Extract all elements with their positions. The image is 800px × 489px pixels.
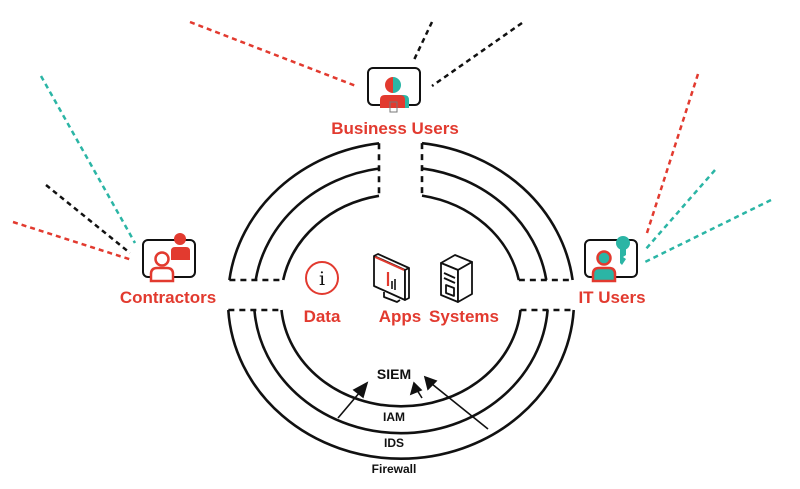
it-users-label: IT Users <box>578 288 645 307</box>
connection-line <box>39 75 137 244</box>
key-shaft <box>620 248 626 265</box>
siem-arrows <box>337 375 489 430</box>
connection-line <box>12 220 133 262</box>
connection-line <box>431 21 523 88</box>
drive-slot <box>445 284 455 297</box>
layer-label-ids: IDS <box>384 436 404 450</box>
connection-line <box>45 184 131 254</box>
person-body <box>149 266 175 283</box>
layer-label-firewall: Firewall <box>372 462 417 476</box>
contractor-icon[interactable] <box>142 233 196 283</box>
arrow-head-icon <box>423 375 438 391</box>
tower-front <box>440 262 459 303</box>
iam-ring-upper-right <box>421 194 521 281</box>
contractor-head <box>174 233 186 245</box>
firewall-ring-bottom <box>227 309 575 460</box>
monitor-top <box>373 253 410 269</box>
info-glyph: i <box>319 268 325 290</box>
ids-ring-upper-right <box>421 167 548 281</box>
connection-line <box>644 73 700 237</box>
business-users-label: Business Users <box>331 119 459 138</box>
person-head <box>596 250 612 266</box>
apps-label: Apps <box>379 307 422 326</box>
iam-ring-bottom <box>280 309 522 408</box>
person-head <box>154 251 170 267</box>
data-label: Data <box>304 307 341 326</box>
iam-ring-upper-left <box>281 194 380 281</box>
info-circle-icon[interactable]: i <box>305 261 339 295</box>
monitor-red-edge <box>374 256 405 271</box>
person-body <box>591 266 617 283</box>
server-tower-icon[interactable] <box>440 254 473 303</box>
connection-line <box>644 198 772 264</box>
head-left-half <box>385 77 393 93</box>
layer-label-iam: IAM <box>383 410 405 424</box>
monitor-chart-icon[interactable] <box>373 253 410 303</box>
tower-side <box>457 261 473 303</box>
ids-ring-bottom <box>253 309 549 435</box>
drive-bay <box>443 277 456 284</box>
connection-line <box>411 21 434 63</box>
business-user-icon[interactable] <box>367 67 421 113</box>
monitor-stand <box>383 292 401 303</box>
monitor-side <box>404 267 410 301</box>
contractors-label: Contractors <box>120 288 216 307</box>
connection-line <box>189 20 357 88</box>
security-rings <box>227 141 575 460</box>
arrow-line <box>431 383 489 430</box>
firewall-ring-upper-right <box>421 141 574 281</box>
drive-bay <box>443 272 456 279</box>
it-user-key-icon[interactable] <box>584 236 638 283</box>
arrow-line <box>337 391 361 419</box>
badge-outline <box>389 101 398 113</box>
key-head <box>616 236 630 250</box>
ids-ring-upper-left <box>254 167 380 281</box>
head-right-half <box>393 77 401 93</box>
layer-label-siem: SIEM <box>377 366 411 382</box>
firewall-ring-upper-left <box>228 142 380 281</box>
arrow-head-icon <box>352 381 369 399</box>
contractor-body <box>171 247 190 260</box>
connection-line <box>644 169 716 251</box>
arrow-head-icon <box>409 381 423 396</box>
info-circle <box>305 261 339 295</box>
connection-lines <box>12 20 772 264</box>
systems-label: Systems <box>429 307 499 326</box>
